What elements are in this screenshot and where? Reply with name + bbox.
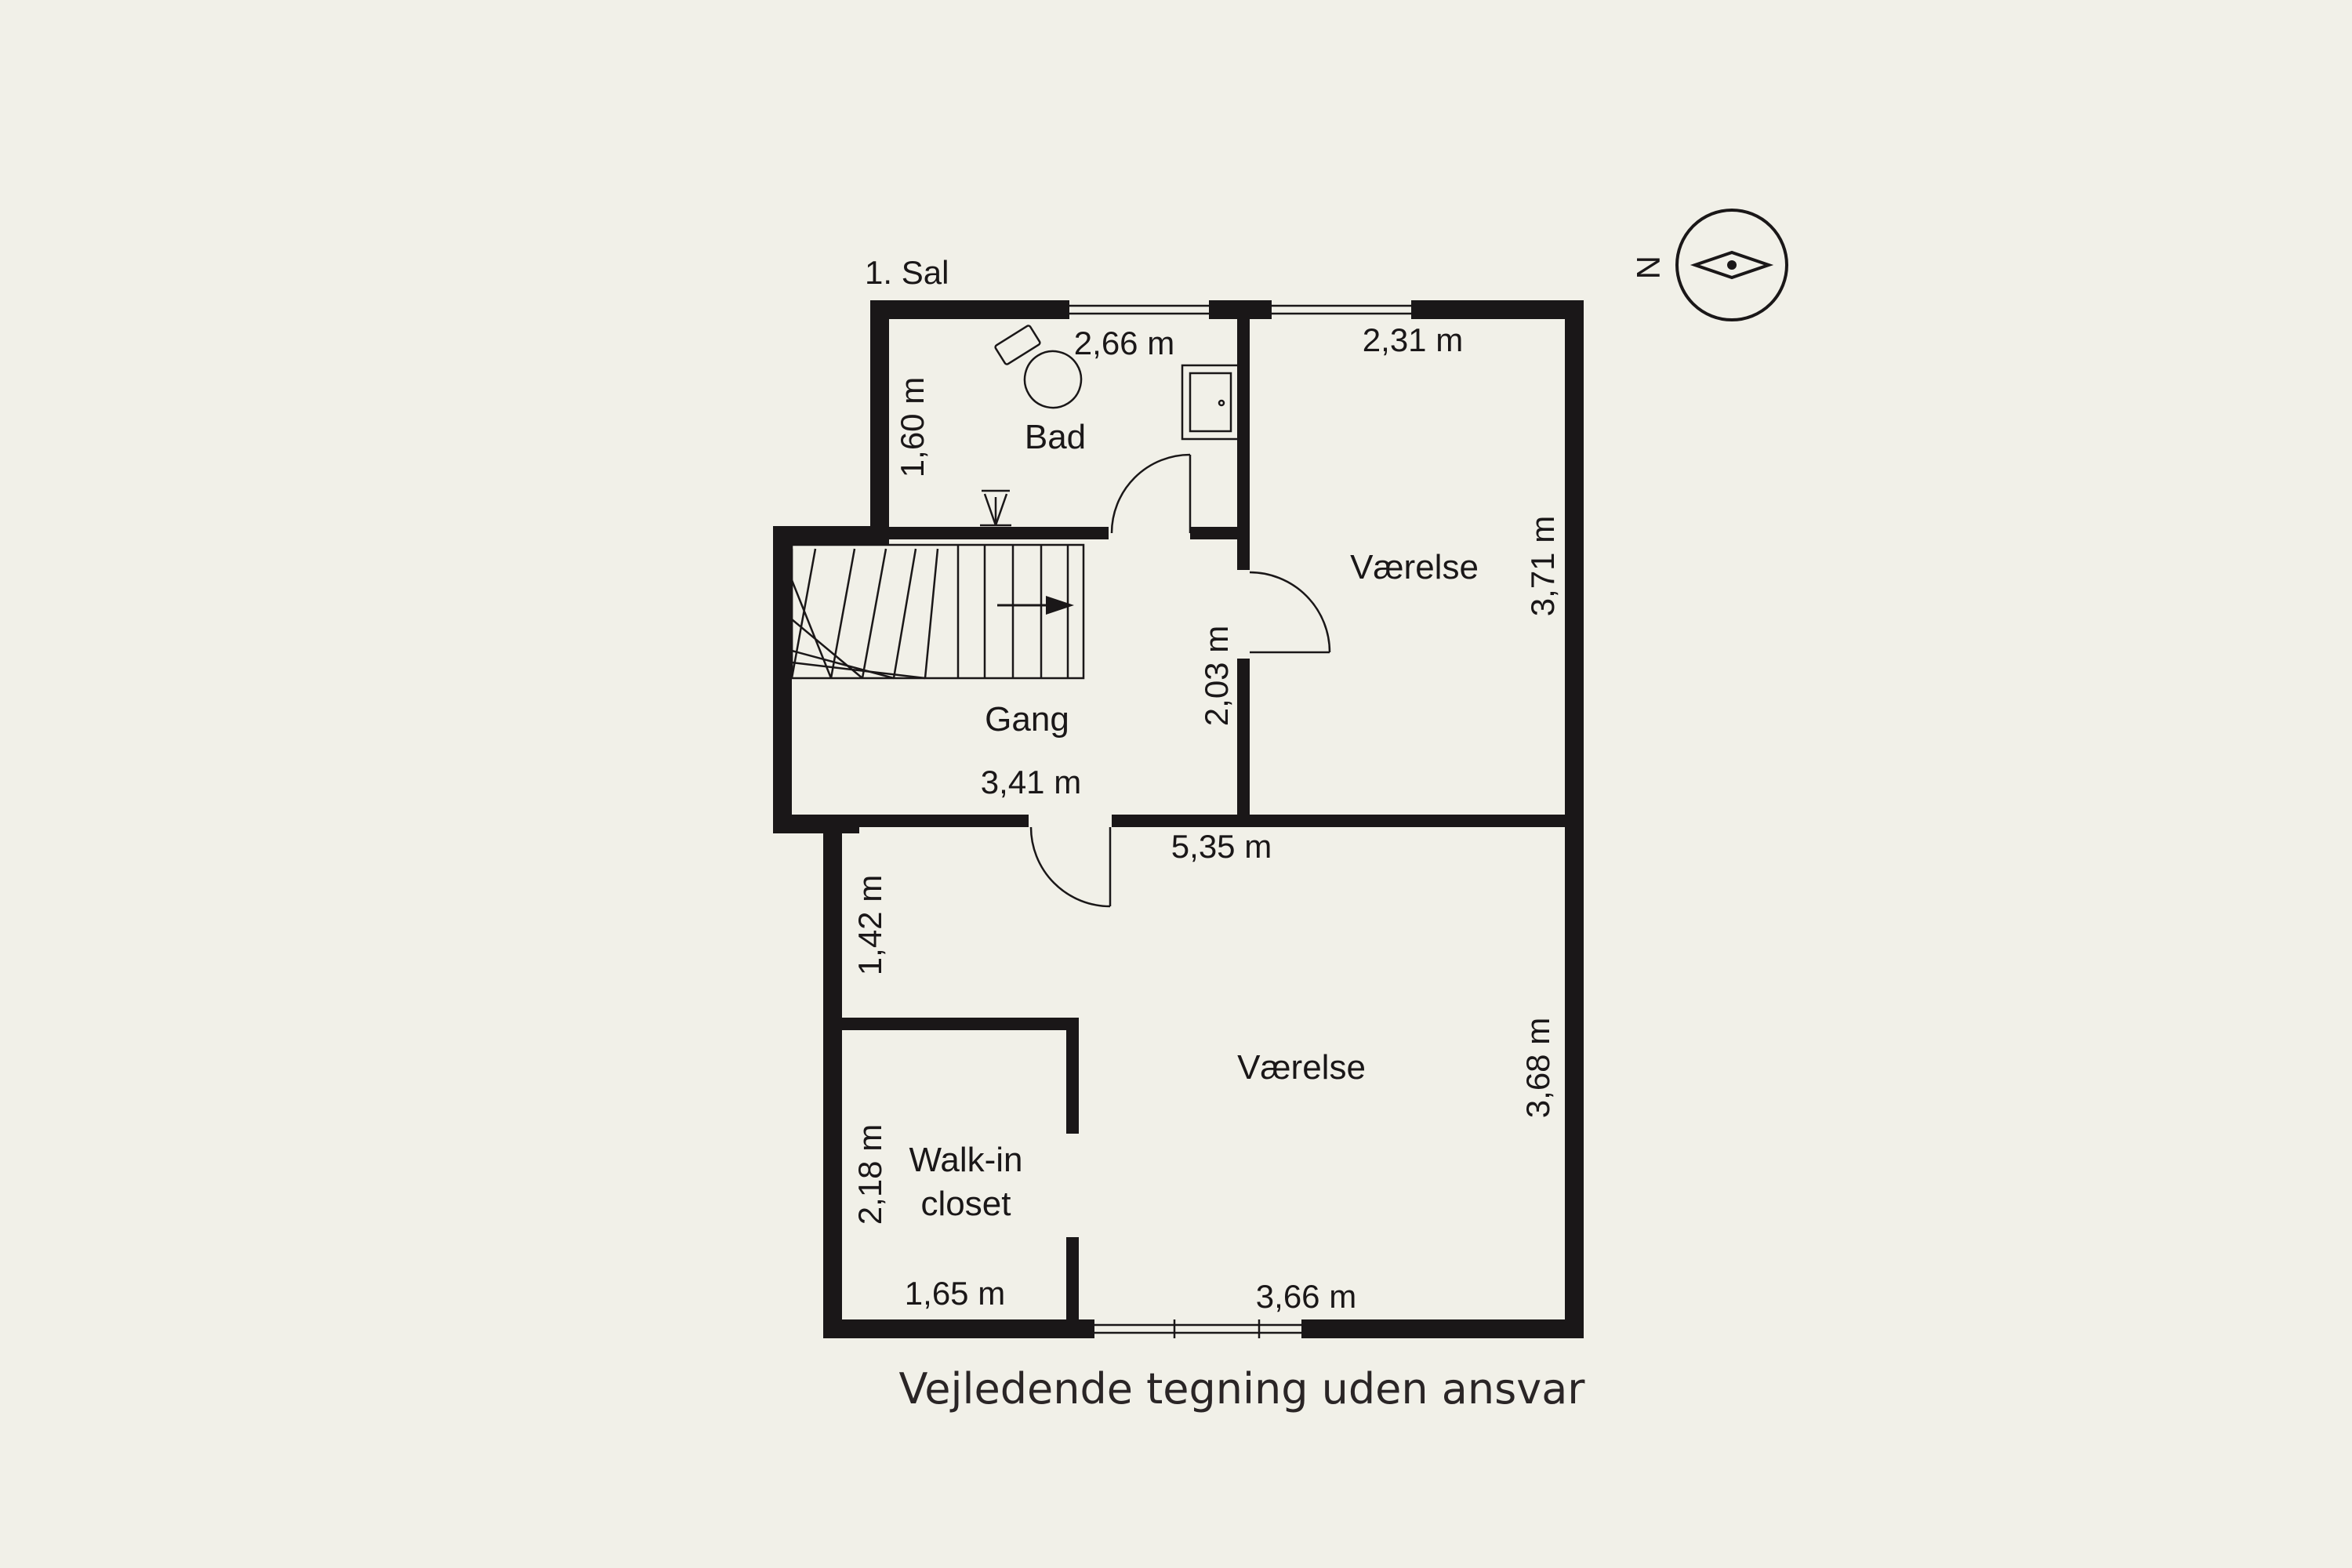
sink-icon: [1181, 364, 1240, 441]
room-label-vaerelse-bottom: Værelse: [1237, 1048, 1366, 1087]
interior-walls: [792, 319, 1574, 1325]
dim-walkin-height: 2,18 m: [851, 1124, 888, 1225]
compass-icon: [1675, 209, 1788, 321]
north-label: N: [1630, 256, 1667, 279]
room-label-gang: Gang: [985, 700, 1069, 739]
dim-vaerelse-bottom-width: 5,35 m: [1171, 828, 1272, 865]
room-label-vaerelse-top: Værelse: [1350, 548, 1479, 586]
door-bad: [1110, 453, 1192, 534]
dim-bad-width: 2,66 m: [1074, 325, 1174, 361]
dim-gang-height: 2,03 m: [1198, 626, 1235, 726]
disclaimer: Vejledende tegning uden ansvar: [899, 1364, 1586, 1414]
window-vaerelse-bottom: [1094, 1319, 1301, 1338]
drain-icon: [980, 489, 1011, 527]
dim-vaerelse-top-width: 2,31 m: [1363, 321, 1463, 358]
door-vaerelse-top: [1249, 571, 1331, 654]
door-vaerelse-bottom: [1029, 826, 1112, 908]
dim-gang-width: 3,41 m: [981, 764, 1081, 800]
staircase: [790, 543, 1085, 680]
dim-vaerelse-bottom-left: 1,42 m: [851, 875, 888, 975]
arrow-right-icon: [997, 596, 1074, 615]
toilet-icon: [994, 325, 1083, 409]
window-vaerelse-top: [1272, 300, 1411, 319]
dim-bad-height: 1,60 m: [894, 377, 931, 477]
windows: [1069, 300, 1411, 1338]
dim-vaerelse-bottom-bottom-width: 3,66 m: [1256, 1278, 1356, 1315]
floor-label: 1. Sal: [865, 254, 949, 291]
room-label-walkin-2: closet: [921, 1185, 1011, 1223]
dim-walkin-width: 1,65 m: [905, 1275, 1005, 1312]
window-bad: [1069, 300, 1209, 319]
dim-vaerelse-bottom-height: 3,68 m: [1519, 1018, 1556, 1118]
room-label-walkin-1: Walk-in: [909, 1141, 1022, 1179]
room-label-bad: Bad: [1025, 418, 1086, 456]
doors: [1029, 453, 1331, 908]
dim-vaerelse-top-height: 3,71 m: [1524, 516, 1561, 616]
